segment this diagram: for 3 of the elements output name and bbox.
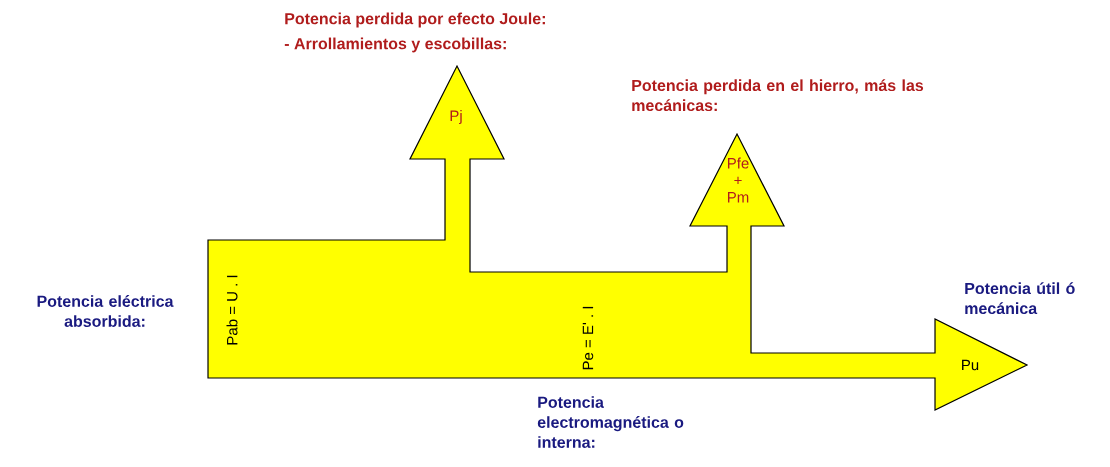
annotation-text: Potencia eléctrica absorbida: bbox=[37, 295, 174, 327]
annotation-text: Potencia perdida por efecto Joule: bbox=[285, 12, 545, 28]
annotation-text: Potencia perdida en el hierro, más las mecánicas: bbox=[632, 79, 924, 112]
